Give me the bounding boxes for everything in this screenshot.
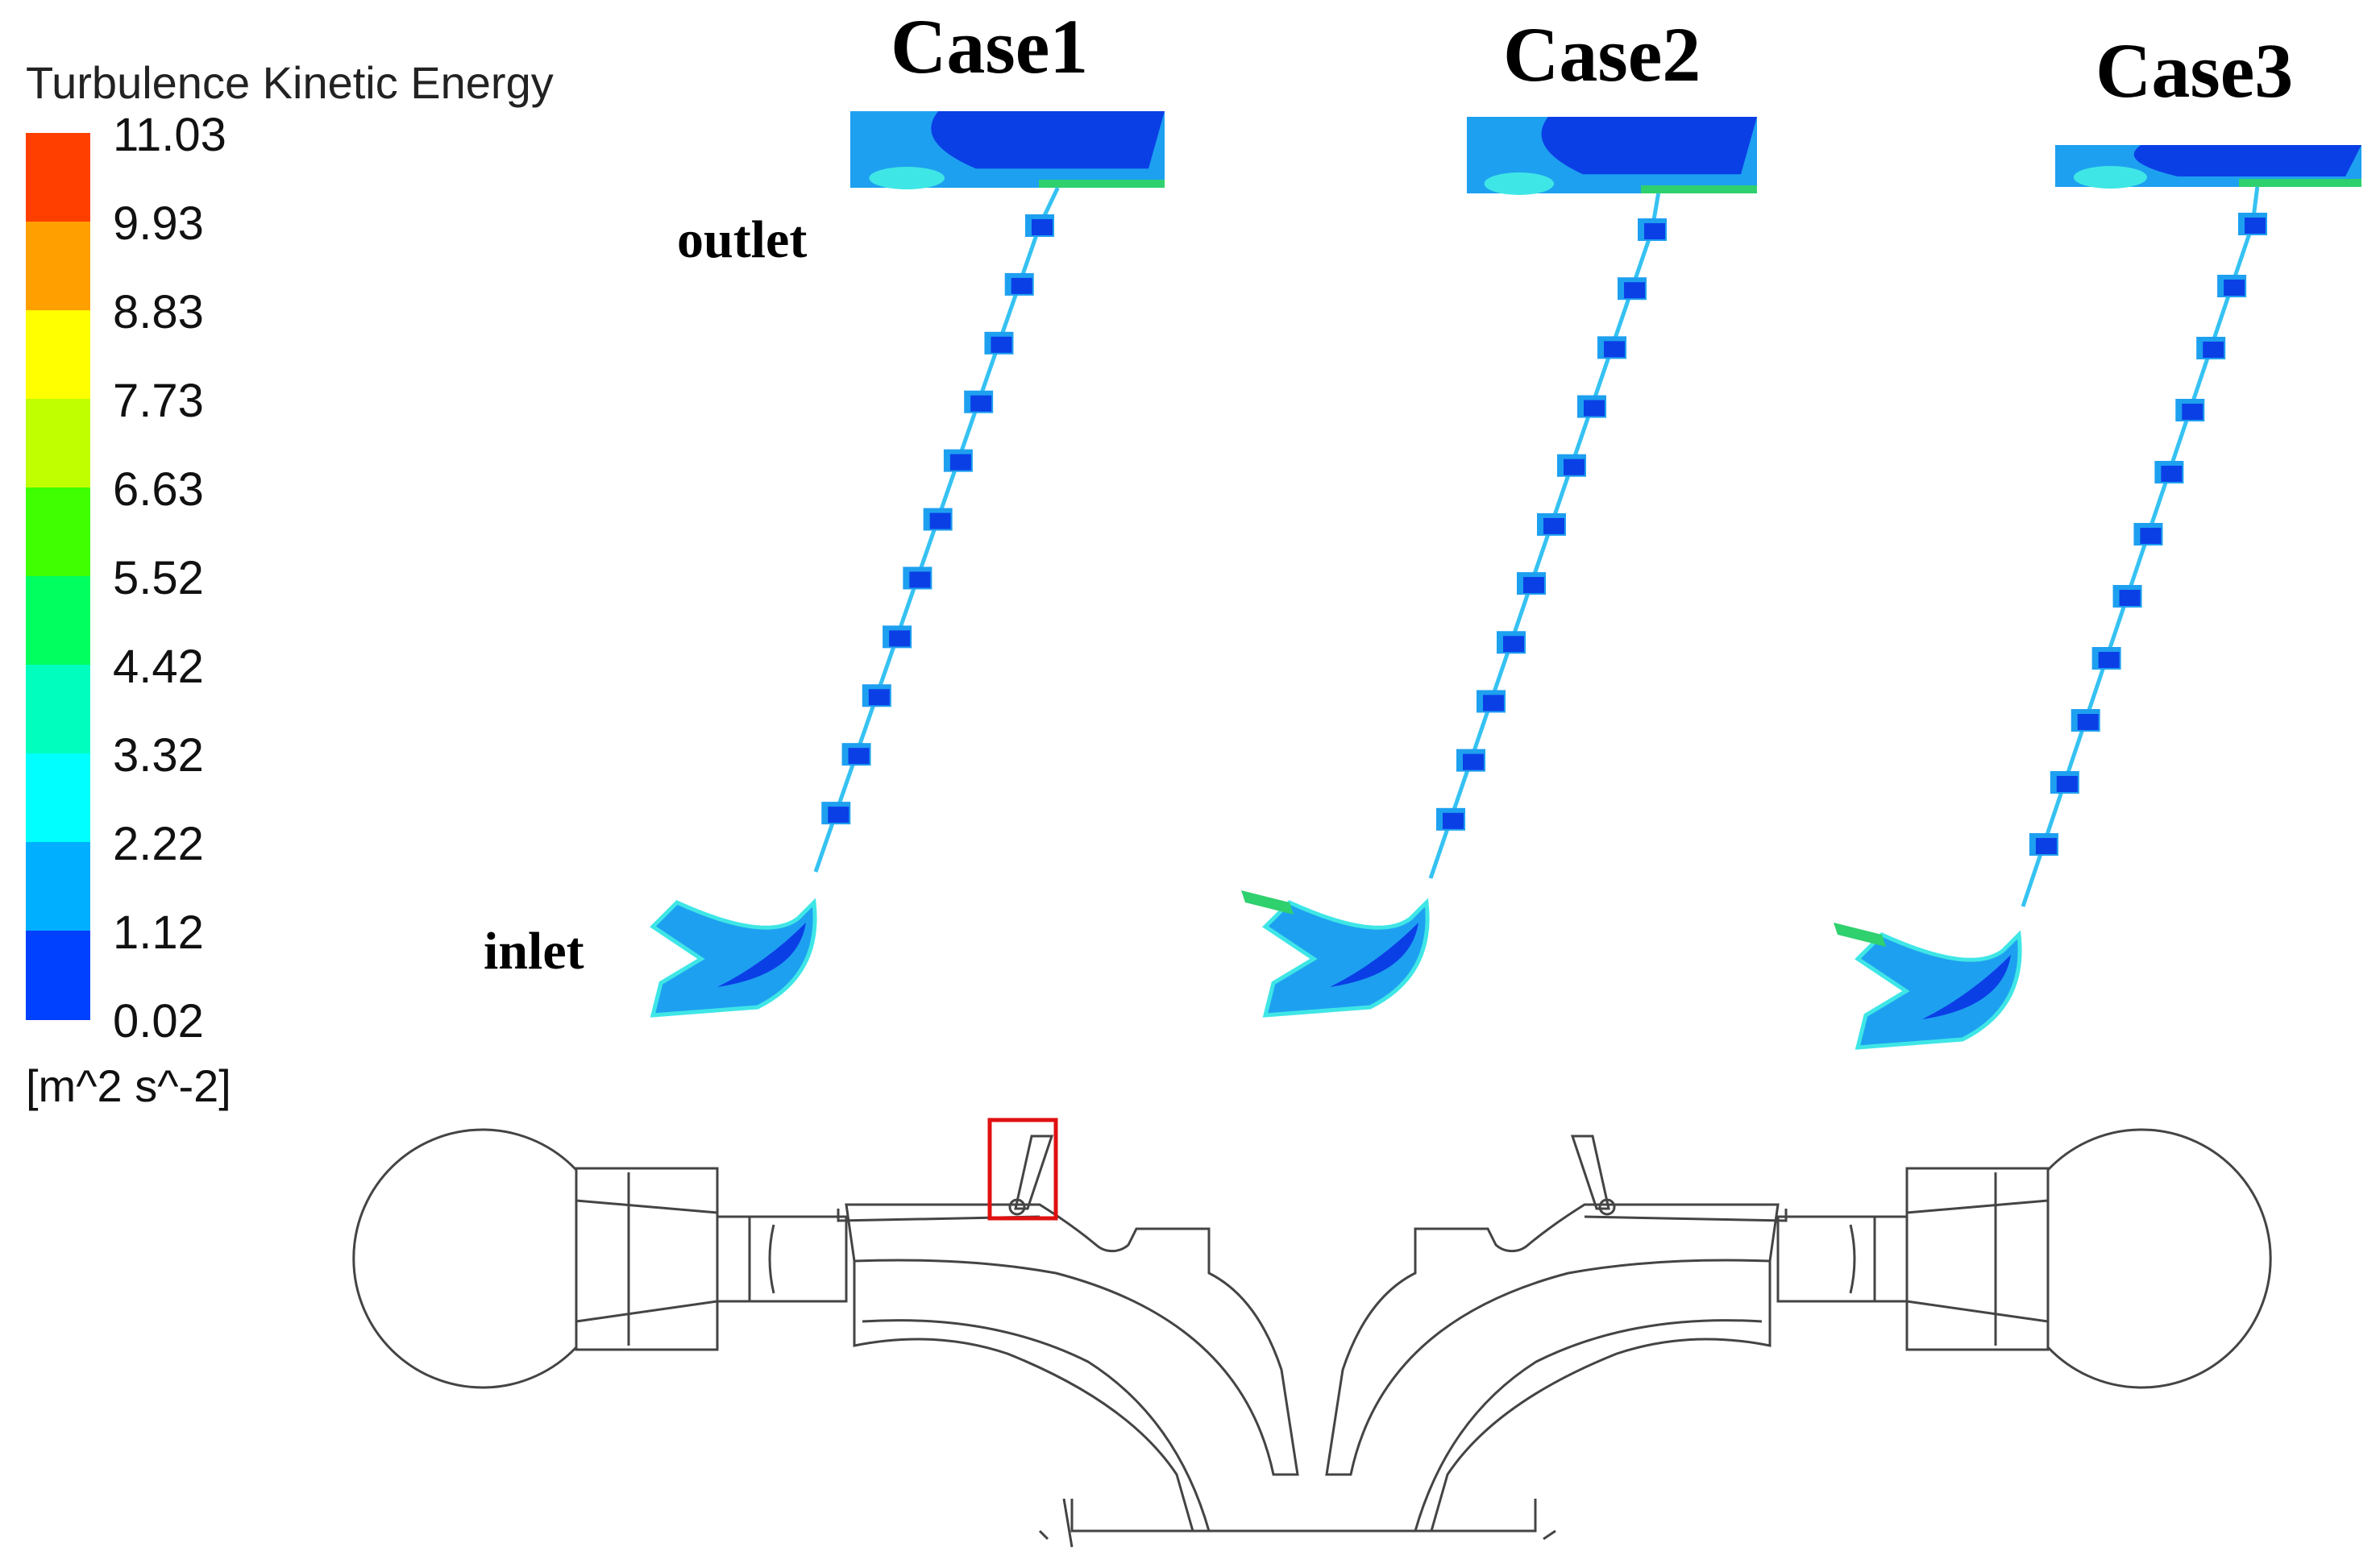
legend-tick-label: 1.12 <box>113 906 204 959</box>
labyrinth-cavity-core <box>2140 528 2162 544</box>
inlet-label: inlet <box>484 922 584 981</box>
outlet-low-tke-region <box>1541 117 1757 175</box>
labyrinth-cavity-core <box>1443 812 1464 829</box>
pump-base <box>1062 1498 1537 1548</box>
labyrinth-cavity-core <box>1543 517 1564 534</box>
inlet-passage <box>1855 930 2022 1050</box>
labyrinth-cavity-core <box>848 748 870 765</box>
labyrinth-cavity-core <box>1564 458 1585 475</box>
legend-tick-label: 7.73 <box>113 375 204 427</box>
outlet-low-tke-region <box>2133 145 2361 176</box>
legend-title: Turbulence Kinetic Energy <box>26 57 554 108</box>
inlet-low-tke-region <box>1330 923 1418 987</box>
case-1-contour <box>650 111 1165 1018</box>
case-title-3: Case3 <box>2095 27 2294 114</box>
legend-tick-label: 11.03 <box>113 109 226 161</box>
labyrinth-cavity-core <box>1011 277 1032 294</box>
labyrinth-cavity-core <box>868 689 890 706</box>
labyrinth-cavity-core <box>2203 342 2224 358</box>
inlet-high-tke-streak <box>1834 923 1886 947</box>
labyrinth-cavity-core <box>1463 753 1484 770</box>
legend-swatch <box>26 310 90 400</box>
legend-swatch <box>26 133 90 222</box>
legend-tick-label: 4.42 <box>113 641 204 693</box>
labyrinth-cavity-core <box>2119 590 2141 606</box>
legend-tick-label: 3.32 <box>113 729 204 782</box>
contour-plots <box>650 111 2361 1050</box>
right-volute-outline <box>2046 1128 2272 1389</box>
outlet-low-tke-region <box>931 111 1165 169</box>
legend-tick-label: 5.52 <box>113 552 204 604</box>
outlet-high-tke-region <box>1484 172 1555 195</box>
right-pipe <box>1776 1215 1909 1303</box>
inlet-passage <box>1262 898 1430 1018</box>
legend-swatch <box>26 753 90 843</box>
highlight-box <box>987 1118 1058 1221</box>
legend-tick-label: 2.22 <box>113 818 204 870</box>
inlet-low-tke-region <box>717 923 806 987</box>
case-title-2: Case2 <box>1503 11 1701 97</box>
color-legend-bar <box>26 133 90 1020</box>
labyrinth-cavity-core <box>2077 714 2099 730</box>
legend-tick-label: 0.02 <box>113 995 204 1047</box>
labyrinth-cavity-core <box>1624 282 1645 299</box>
legend-tick-label: 9.93 <box>113 197 204 250</box>
legend-swatch <box>26 931 90 1020</box>
legend-swatch <box>26 222 90 311</box>
case-title-1: Case1 <box>891 3 1089 89</box>
labyrinth-cavity-core <box>889 630 911 647</box>
legend-swatch <box>26 487 90 577</box>
inlet-passage <box>650 898 817 1018</box>
labyrinth-cavity-core <box>1644 223 1665 239</box>
outlet-high-tke-region <box>869 167 945 189</box>
left-diffuser-block <box>575 1167 719 1351</box>
legend-unit: [m^2 s^-2] <box>26 1060 231 1111</box>
case-3-contour <box>1834 145 2361 1050</box>
outlet-wall-layer <box>1039 180 1165 188</box>
labyrinth-cavity-core <box>929 512 951 529</box>
labyrinth-cavity-core <box>2245 218 2266 234</box>
left-pipe <box>716 1215 848 1303</box>
labyrinth-cavity-core <box>1032 219 1053 235</box>
inlet-low-tke-region <box>1922 955 2011 1019</box>
outlet-high-tke-region <box>2073 166 2147 189</box>
legend-swatch <box>26 576 90 666</box>
labyrinth-cavity-core <box>1604 341 1625 358</box>
labyrinth-cavity-core <box>1523 577 1544 594</box>
legend-swatch <box>26 665 90 754</box>
legend-tick-label: 8.83 <box>113 286 204 338</box>
labyrinth-cavity-core <box>1584 400 1605 417</box>
right-impeller-outline <box>1325 1203 1780 1476</box>
labyrinth-cavity-core <box>2035 838 2057 854</box>
right-diffuser-block <box>1905 1167 2050 1351</box>
labyrinth-cavity-core <box>1503 636 1524 653</box>
case-2-contour <box>1241 117 1757 1018</box>
outlet-wall-layer <box>2239 179 2361 187</box>
labyrinth-cavity-core <box>2182 404 2203 420</box>
labyrinth-cavity-core <box>949 454 971 471</box>
labyrinth-cavity-core <box>828 807 849 823</box>
inlet-high-tke-streak <box>1241 890 1294 915</box>
labyrinth-cavity-core <box>2098 652 2120 668</box>
labyrinth-cavity-core <box>2161 466 2183 482</box>
legend-swatch <box>26 399 90 488</box>
legend-tick-label: 6.63 <box>113 463 204 516</box>
labyrinth-cavity-core <box>991 336 1012 353</box>
legend-swatch <box>26 842 90 931</box>
labyrinth-cavity-core <box>909 571 931 588</box>
left-guide-vane <box>1014 1135 1054 1210</box>
outlet-label: outlet <box>677 210 808 269</box>
labyrinth-cavity-core <box>970 395 992 412</box>
labyrinth-cavity-core <box>2224 280 2245 296</box>
left-impeller-outline <box>845 1203 1299 1476</box>
left-volute-outline <box>352 1128 578 1389</box>
labyrinth-cavity-core <box>1483 695 1504 711</box>
right-guide-vane <box>1570 1135 1610 1210</box>
outlet-wall-layer <box>1641 185 1757 193</box>
labyrinth-cavity-core <box>2056 776 2078 792</box>
pump-cross-section <box>352 1118 2272 1548</box>
